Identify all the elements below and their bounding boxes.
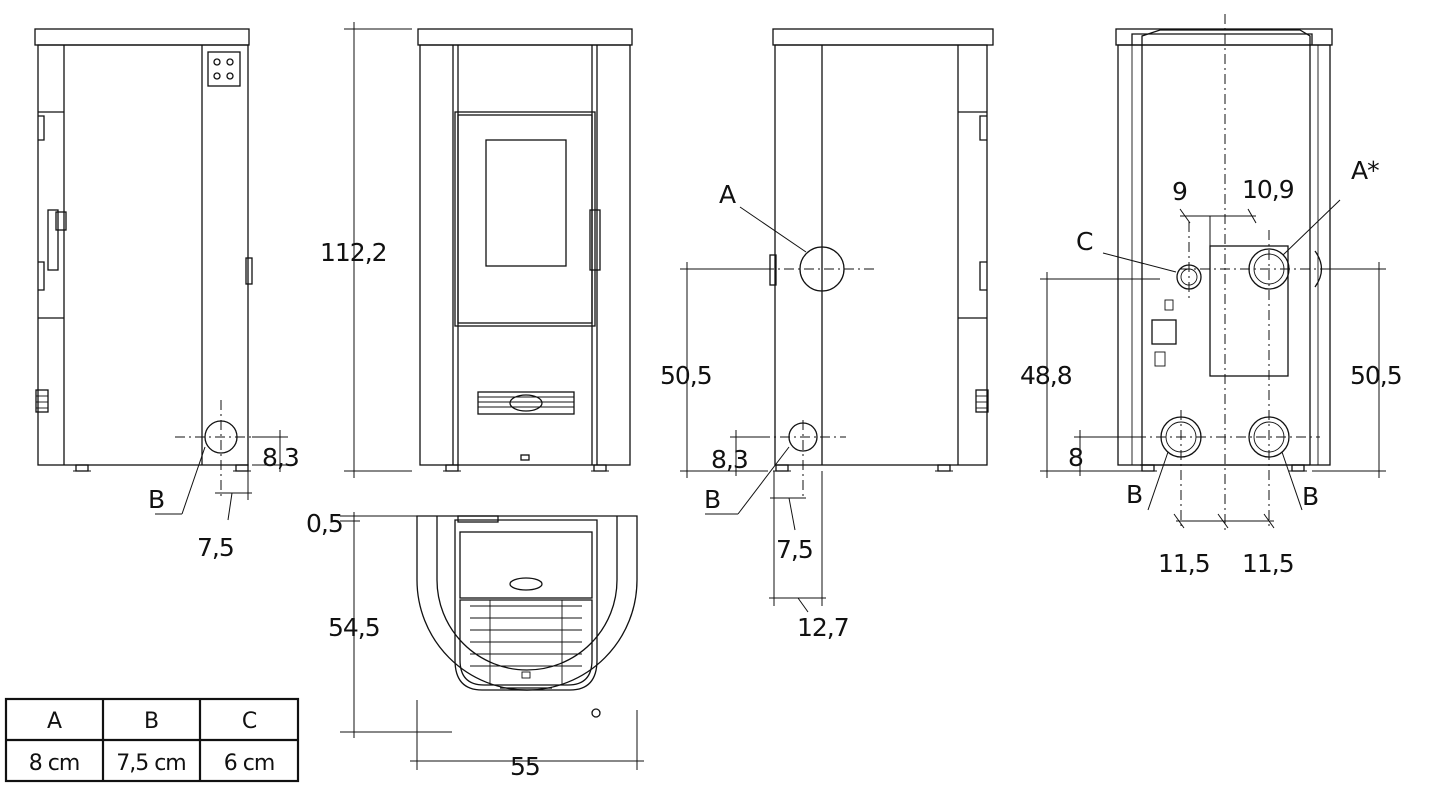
legend-table: A B C 8 cm 7,5 cm 6 cm — [4, 697, 300, 783]
label-back-50-5: 50,5 — [1350, 361, 1402, 390]
label-back-10-9: 10,9 — [1242, 175, 1294, 204]
label-back-8: 8 — [1068, 443, 1083, 472]
left-side-view — [34, 28, 288, 521]
label-back-b-left: B — [1126, 480, 1142, 509]
label-left-8-3: 8,3 — [262, 443, 299, 472]
legend-header-c: C — [242, 709, 257, 734]
label-top-55: 55 — [510, 752, 540, 781]
label-side-12-7: 12,7 — [797, 613, 849, 642]
legend-header-a: A — [47, 709, 62, 734]
label-side-7-5: 7,5 — [776, 535, 813, 564]
label-back-11-5-left: 11,5 — [1158, 549, 1210, 578]
label-side-b: B — [704, 485, 720, 514]
label-left-b: B — [148, 485, 164, 514]
label-back-b-right: B — [1302, 482, 1318, 511]
legend-value-b: 7,5 cm — [116, 751, 186, 776]
label-left-7-5: 7,5 — [197, 533, 234, 562]
label-back-48-8: 48,8 — [1020, 361, 1072, 390]
right-side-view — [680, 28, 994, 613]
label-side-a: A — [719, 180, 736, 209]
label-back-a-star: A* — [1351, 156, 1379, 185]
legend-value-c: 6 cm — [224, 751, 275, 776]
label-back-9: 9 — [1172, 177, 1187, 206]
front-view — [344, 22, 633, 478]
label-side-8-3: 8,3 — [711, 445, 748, 474]
label-height-total: 112,2 — [320, 238, 387, 267]
label-back-c: C — [1076, 227, 1093, 256]
back-view — [1040, 14, 1386, 530]
label-top-54-5: 54,5 — [328, 613, 380, 642]
label-top-0-5: 0,5 — [306, 509, 343, 538]
label-side-50-5: 50,5 — [660, 361, 712, 390]
top-view — [340, 512, 644, 770]
legend-value-a: 8 cm — [29, 751, 80, 776]
legend-header-b: B — [144, 709, 158, 734]
label-back-11-5-right: 11,5 — [1242, 549, 1294, 578]
